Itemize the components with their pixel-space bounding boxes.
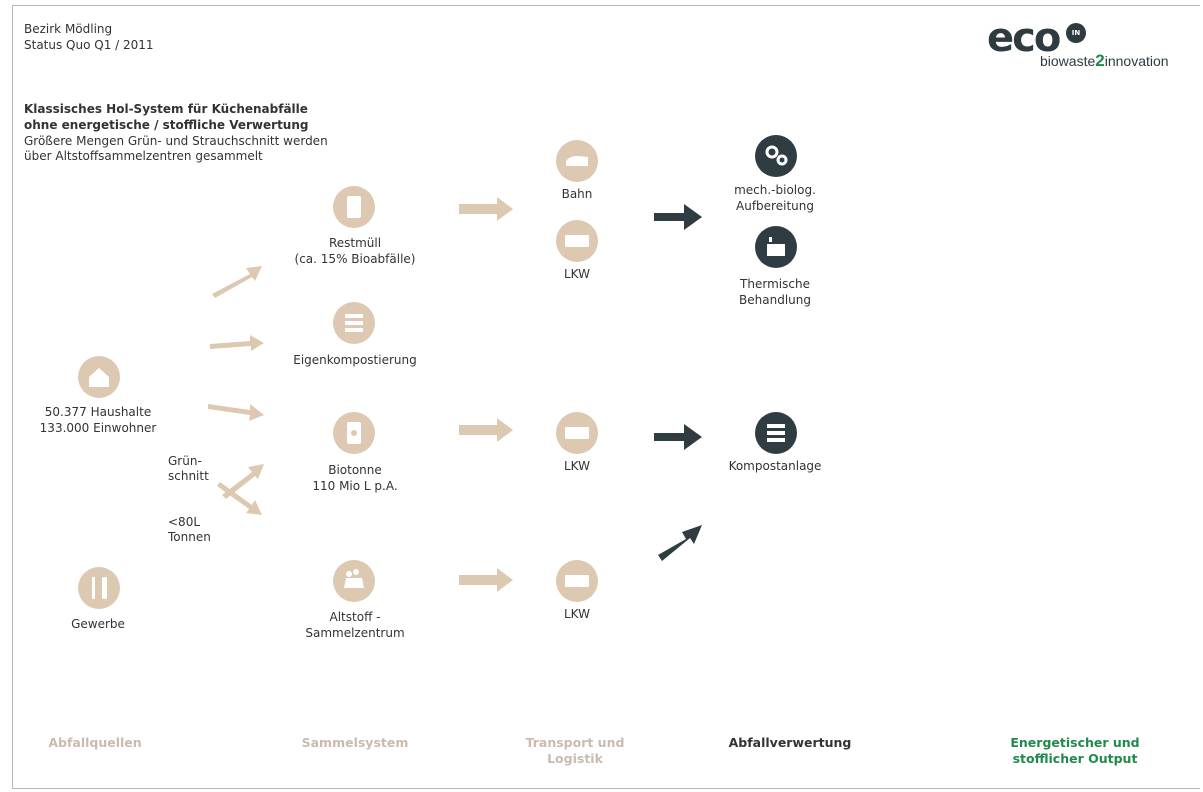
intro-title-1: Klassisches Hol-System für Küchenabfälle bbox=[24, 102, 308, 116]
intro-text-1: Größere Mengen Grün- und Strauchschnitt … bbox=[24, 134, 328, 148]
footer-sources: Abfallquellen bbox=[48, 735, 142, 750]
thermal-label-2: Behandlung bbox=[739, 293, 811, 307]
compost-box-icon bbox=[333, 302, 375, 344]
truck-icon bbox=[556, 412, 598, 454]
bio-bin-label: Biotonne bbox=[328, 463, 382, 477]
logo-badge: IN bbox=[1066, 23, 1086, 43]
small-bins-label-1: <80L bbox=[168, 515, 201, 529]
footer-transport-1: Transport und bbox=[525, 735, 625, 750]
residual-waste-share: (ca. 15% Bioabfälle) bbox=[294, 252, 416, 266]
rail-label: Bahn bbox=[561, 187, 593, 201]
processing-arrows bbox=[654, 204, 702, 561]
footer-processing: Abfallverwertung bbox=[728, 735, 852, 750]
mbt-label-2: Aufbereitung bbox=[736, 199, 814, 213]
footer-collection: Sammelsystem bbox=[301, 735, 409, 750]
green-cut-label-1: Grün- bbox=[168, 454, 202, 468]
business-label: Gewerbe bbox=[71, 617, 125, 631]
residual-bin-icon bbox=[333, 186, 375, 228]
truck-icon bbox=[556, 220, 598, 262]
thermal-label-1: Thermische bbox=[740, 277, 810, 291]
intro-title-2: ohne energetische / stoffliche Verwertun… bbox=[24, 118, 309, 132]
home-compost-label: Eigenkompostierung bbox=[293, 353, 417, 367]
green-cut-label-2: schnitt bbox=[168, 469, 209, 483]
mbt-label-1: mech.-biolog. bbox=[734, 183, 816, 197]
recycling-center-label-2: Sammelzentrum bbox=[305, 626, 405, 640]
compost-plant-label: Kompostanlage bbox=[728, 459, 822, 473]
house-icon bbox=[78, 356, 120, 398]
residents-count: 133.000 Einwohner bbox=[39, 421, 157, 435]
furnace-icon bbox=[755, 226, 797, 268]
source-arrows bbox=[208, 266, 264, 515]
train-icon bbox=[556, 140, 598, 182]
footer-output-1: Energetischer und bbox=[1010, 735, 1140, 750]
status-subtitle: Status Quo Q1 / 2011 bbox=[24, 38, 154, 52]
diagram-frame bbox=[12, 5, 1200, 789]
footer-transport-2: Logistik bbox=[547, 751, 603, 766]
truck-label-3: LKW bbox=[564, 607, 590, 621]
intro-text-2: über Altstoffsammelzentren gesammelt bbox=[24, 149, 263, 163]
collection-arrows bbox=[459, 197, 513, 592]
recycling-center-label-1: Altstoff - bbox=[329, 610, 381, 624]
bio-bin-icon bbox=[333, 412, 375, 454]
logo-eco: eco bbox=[987, 15, 1061, 61]
cutlery-icon bbox=[78, 567, 120, 609]
residual-waste-label: Restmüll bbox=[328, 236, 382, 250]
households-count: 50.377 Haushalte bbox=[44, 405, 152, 419]
bio-bin-volume: 110 Mio L p.A. bbox=[312, 479, 398, 493]
recycling-center-icon bbox=[333, 560, 375, 602]
small-bins-label-2: Tonnen bbox=[168, 530, 211, 544]
truck-icon bbox=[556, 560, 598, 602]
gears-icon bbox=[755, 135, 797, 177]
district-title: Bezirk Mödling bbox=[24, 22, 113, 36]
truck-label-1: LKW bbox=[564, 267, 590, 281]
logo-subtitle: biowaste2innovation bbox=[1040, 51, 1169, 70]
compost-plant-icon bbox=[755, 412, 797, 454]
truck-label-2: LKW bbox=[564, 459, 590, 473]
footer-output-2: stofflicher Output bbox=[1012, 751, 1138, 766]
